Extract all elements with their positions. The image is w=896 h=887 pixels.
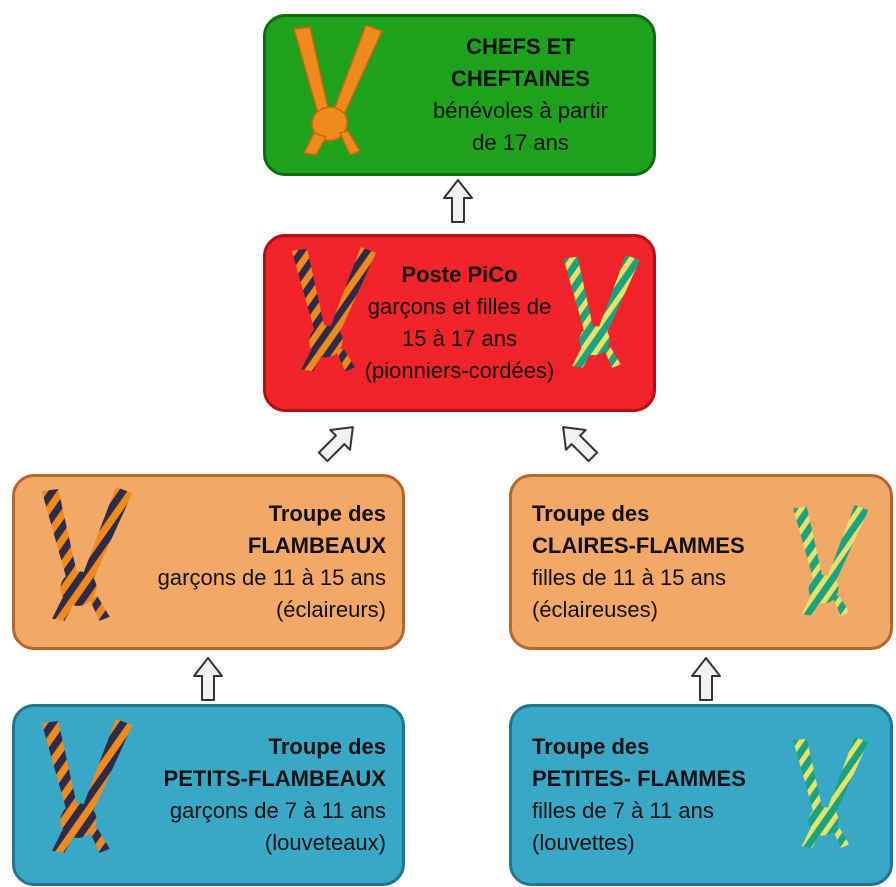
petites-desc-line1: filles de 7 à 11 ans <box>532 798 714 823</box>
claires-desc-line2: (éclaireuses) <box>532 597 658 622</box>
petites-title-line2: PETITES- FLAMMES <box>532 766 746 791</box>
chefs-title-line2: CHEFTAINES <box>451 66 590 91</box>
chefs-title-line1: CHEFS ET <box>466 34 575 59</box>
chefs-box: CHEFS ET CHEFTAINES bénévoles à partir d… <box>263 14 656 176</box>
petits-desc-line1: garçons de 7 à 11 ans <box>169 798 386 823</box>
arrow-up-right-icon <box>317 426 354 463</box>
claires-title-line2: CLAIRES-FLAMMES <box>532 533 745 558</box>
pico-title: Poste PiCo <box>401 262 518 287</box>
arrow-up-icon <box>193 657 223 701</box>
claires-flammes-box: Troupe des CLAIRES-FLAMMES filles de 11 … <box>509 474 893 650</box>
flambeaux-desc-line2: (éclaireurs) <box>275 597 386 622</box>
green-yellow-striped-scarf-icon <box>793 505 869 616</box>
claires-title-line1: Troupe des <box>532 501 650 526</box>
flambeaux-desc-line1: garçons de 11 à 15 ans <box>157 565 386 590</box>
orange-navy-striped-scarf-icon <box>41 487 133 621</box>
claires-desc-line1: filles de 11 à 15 ans <box>532 565 727 590</box>
green-yellow-striped-scarf-icon <box>793 737 869 848</box>
petits-title-line2: PETITS-FLAMBEAUX <box>163 766 386 791</box>
petits-desc-line2: (louveteaux) <box>264 830 386 855</box>
petites-desc-line2: (louvettes) <box>532 830 635 855</box>
arrow-up-icon <box>443 179 473 223</box>
petits-flambeaux-box: Troupe des PETITS-FLAMBEAUX garçons de 7… <box>12 704 405 886</box>
pico-desc-line1: garçons et filles de <box>367 294 552 319</box>
pico-box: Poste PiCo garçons et filles de 15 à 17 … <box>263 234 656 412</box>
pico-desc-line3: (pionniers-cordées) <box>364 358 555 383</box>
orange-navy-striped-scarf-icon <box>41 719 133 853</box>
pico-desc-line2: 15 à 17 ans <box>402 326 517 351</box>
chefs-desc-line2: de 17 ans <box>472 130 569 155</box>
arrow-up-left-icon <box>562 426 599 463</box>
chefs-desc-line1: bénévoles à partir <box>433 98 608 123</box>
petites-flammes-box: Troupe des PETITES- FLAMMES filles de 7 … <box>509 704 893 886</box>
petits-title-line1: Troupe des <box>268 734 386 759</box>
petites-title-line1: Troupe des <box>532 734 650 759</box>
flambeaux-box: Troupe des FLAMBEAUX garçons de 11 à 15 … <box>12 474 405 650</box>
flambeaux-title-line2: FLAMBEAUX <box>247 533 386 558</box>
orange-scarf-icon <box>293 25 383 156</box>
arrow-up-icon <box>691 657 721 701</box>
flambeaux-title-line1: Troupe des <box>268 501 386 526</box>
